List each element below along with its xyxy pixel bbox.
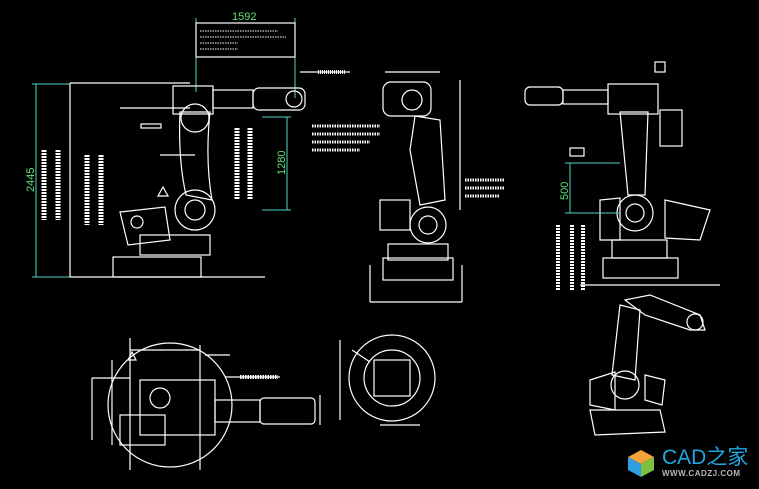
front-notes xyxy=(312,124,505,198)
flange-detail xyxy=(339,334,436,426)
watermark-url: WWW.CADZJ.COM xyxy=(662,469,741,478)
cube-logo-icon xyxy=(626,448,656,478)
cadzj-watermark: CAD之家 WWW.CADZJ.COM xyxy=(626,447,748,478)
spec-table-top xyxy=(195,22,296,58)
rear-notes xyxy=(556,225,585,290)
spec-table-top-text xyxy=(200,30,286,50)
dimension-reach-width: 1592 xyxy=(195,11,296,98)
dimension-label-1592: 1592 xyxy=(232,11,256,23)
dimension-label-500: 500 xyxy=(559,182,571,200)
robot-side xyxy=(112,85,306,278)
side-view: 1592 2445 xyxy=(25,11,350,278)
rear-view: 500 xyxy=(524,61,720,290)
dimension-label-1280: 1280 xyxy=(276,151,288,175)
watermark-brand: CAD之家 xyxy=(662,446,749,469)
dimension-label-2445: 2445 xyxy=(25,168,37,192)
front-view xyxy=(312,71,505,303)
dimension-right-view-height: 500 xyxy=(559,162,620,214)
top-view xyxy=(91,338,321,470)
dimension-arm-height: 1280 xyxy=(262,116,291,211)
dimension-total-height: 2445 xyxy=(25,83,70,278)
side-notes-left xyxy=(41,128,253,225)
isometric-view xyxy=(589,294,706,436)
